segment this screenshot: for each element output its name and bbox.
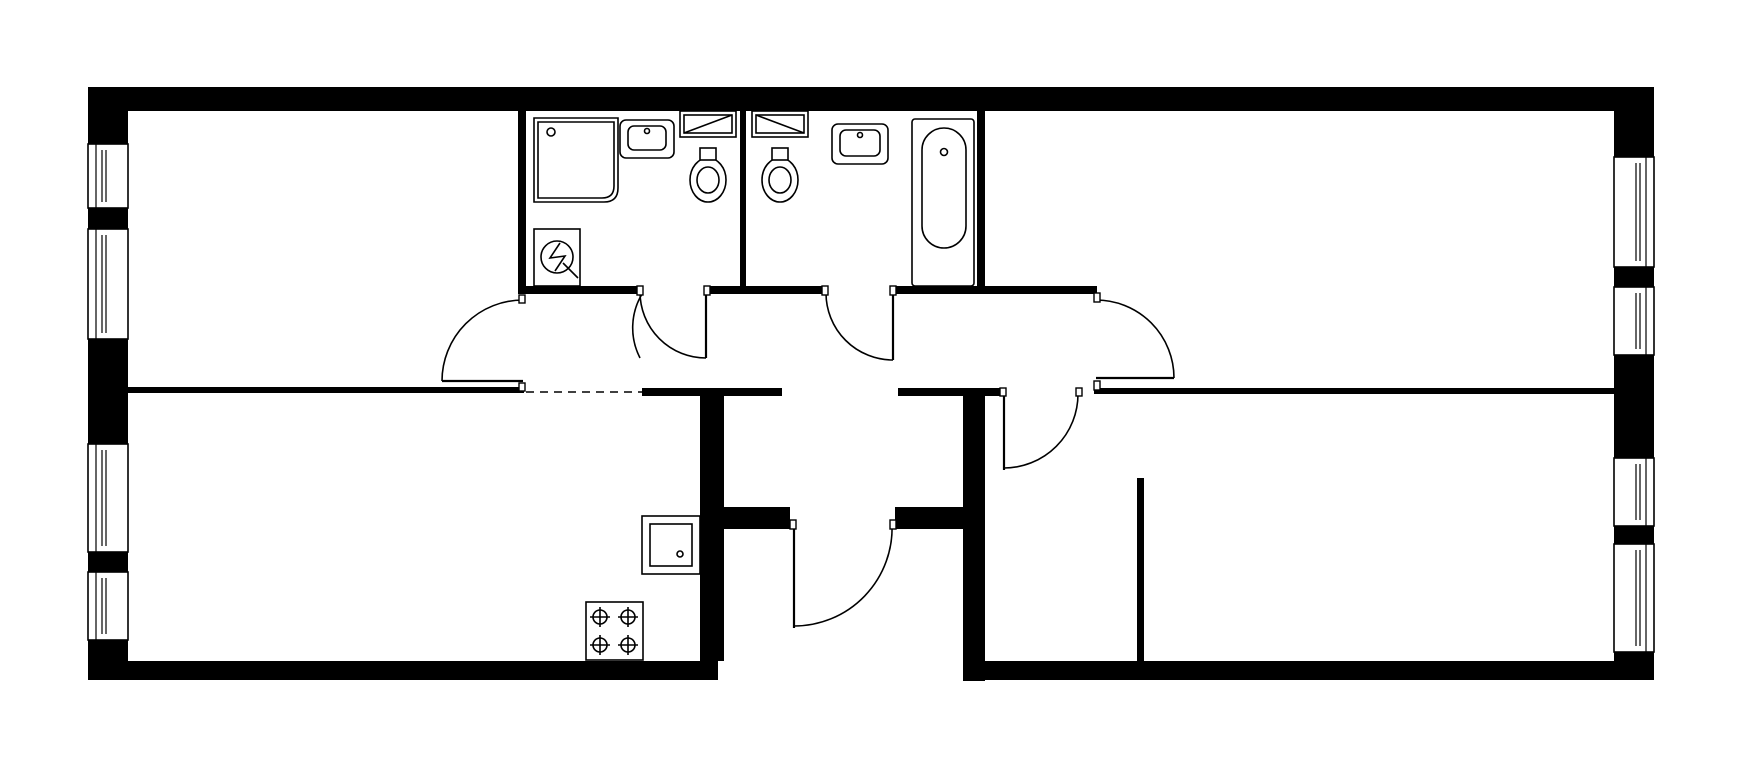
bathroom-east-wall — [977, 111, 985, 286]
north-exterior-wall — [88, 87, 1654, 111]
cooktop-icon — [585, 601, 644, 661]
burner-icon — [618, 635, 638, 655]
door-bath-bathroom[interactable] — [821, 285, 897, 361]
corridor-stub-west — [700, 507, 790, 529]
south-wall-east — [968, 661, 1654, 680]
bathroom-west-wall — [518, 111, 526, 286]
shower-tray-icon — [533, 117, 619, 203]
southeast-west-wall — [963, 396, 985, 681]
corridor-stub-east — [895, 507, 963, 529]
door-entrance[interactable] — [789, 519, 897, 628]
window-west-3 — [87, 443, 129, 553]
bathroom2-south-wall — [894, 286, 1097, 294]
windows — [87, 143, 1655, 653]
partition-west-rooms — [128, 387, 524, 393]
washing-machine-icon — [533, 228, 581, 287]
washbasin-icon — [619, 119, 675, 159]
toilet-icon — [751, 110, 809, 203]
toilet-icon — [679, 110, 737, 203]
bathroom1-south-wall-a — [518, 286, 640, 294]
burner-icon — [590, 635, 610, 655]
door-northwest-room[interactable] — [441, 294, 526, 392]
burner-icon — [590, 607, 610, 627]
interior-walls — [128, 111, 1614, 681]
kitchen-sink-icon — [641, 515, 701, 575]
partition-east-top-left — [898, 388, 1000, 396]
window-east-1 — [1613, 156, 1655, 268]
window-west-2 — [87, 228, 129, 340]
window-east-2 — [1613, 286, 1655, 356]
doors — [441, 285, 1175, 628]
window-east-3 — [1613, 457, 1655, 527]
fixtures — [533, 110, 975, 661]
bathtub-icon — [911, 118, 975, 287]
burner-icon — [618, 607, 638, 627]
window-west-1 — [87, 143, 129, 209]
closet-partition — [1137, 478, 1144, 661]
window-west-4 — [87, 571, 129, 641]
exterior-walls — [88, 87, 1654, 680]
window-east-4 — [1613, 543, 1655, 653]
door-shower-bathroom[interactable] — [631, 285, 711, 359]
bathroom-divider — [740, 111, 746, 286]
washbasin-icon — [831, 123, 889, 165]
partition-east-rooms — [1094, 388, 1614, 394]
south-wall-west — [88, 661, 718, 680]
bathroom1-south-wall-b — [708, 286, 826, 294]
door-southeast-room[interactable] — [999, 387, 1083, 470]
door-northeast-room[interactable] — [1093, 292, 1175, 391]
partition-kitchen-top — [642, 388, 782, 396]
